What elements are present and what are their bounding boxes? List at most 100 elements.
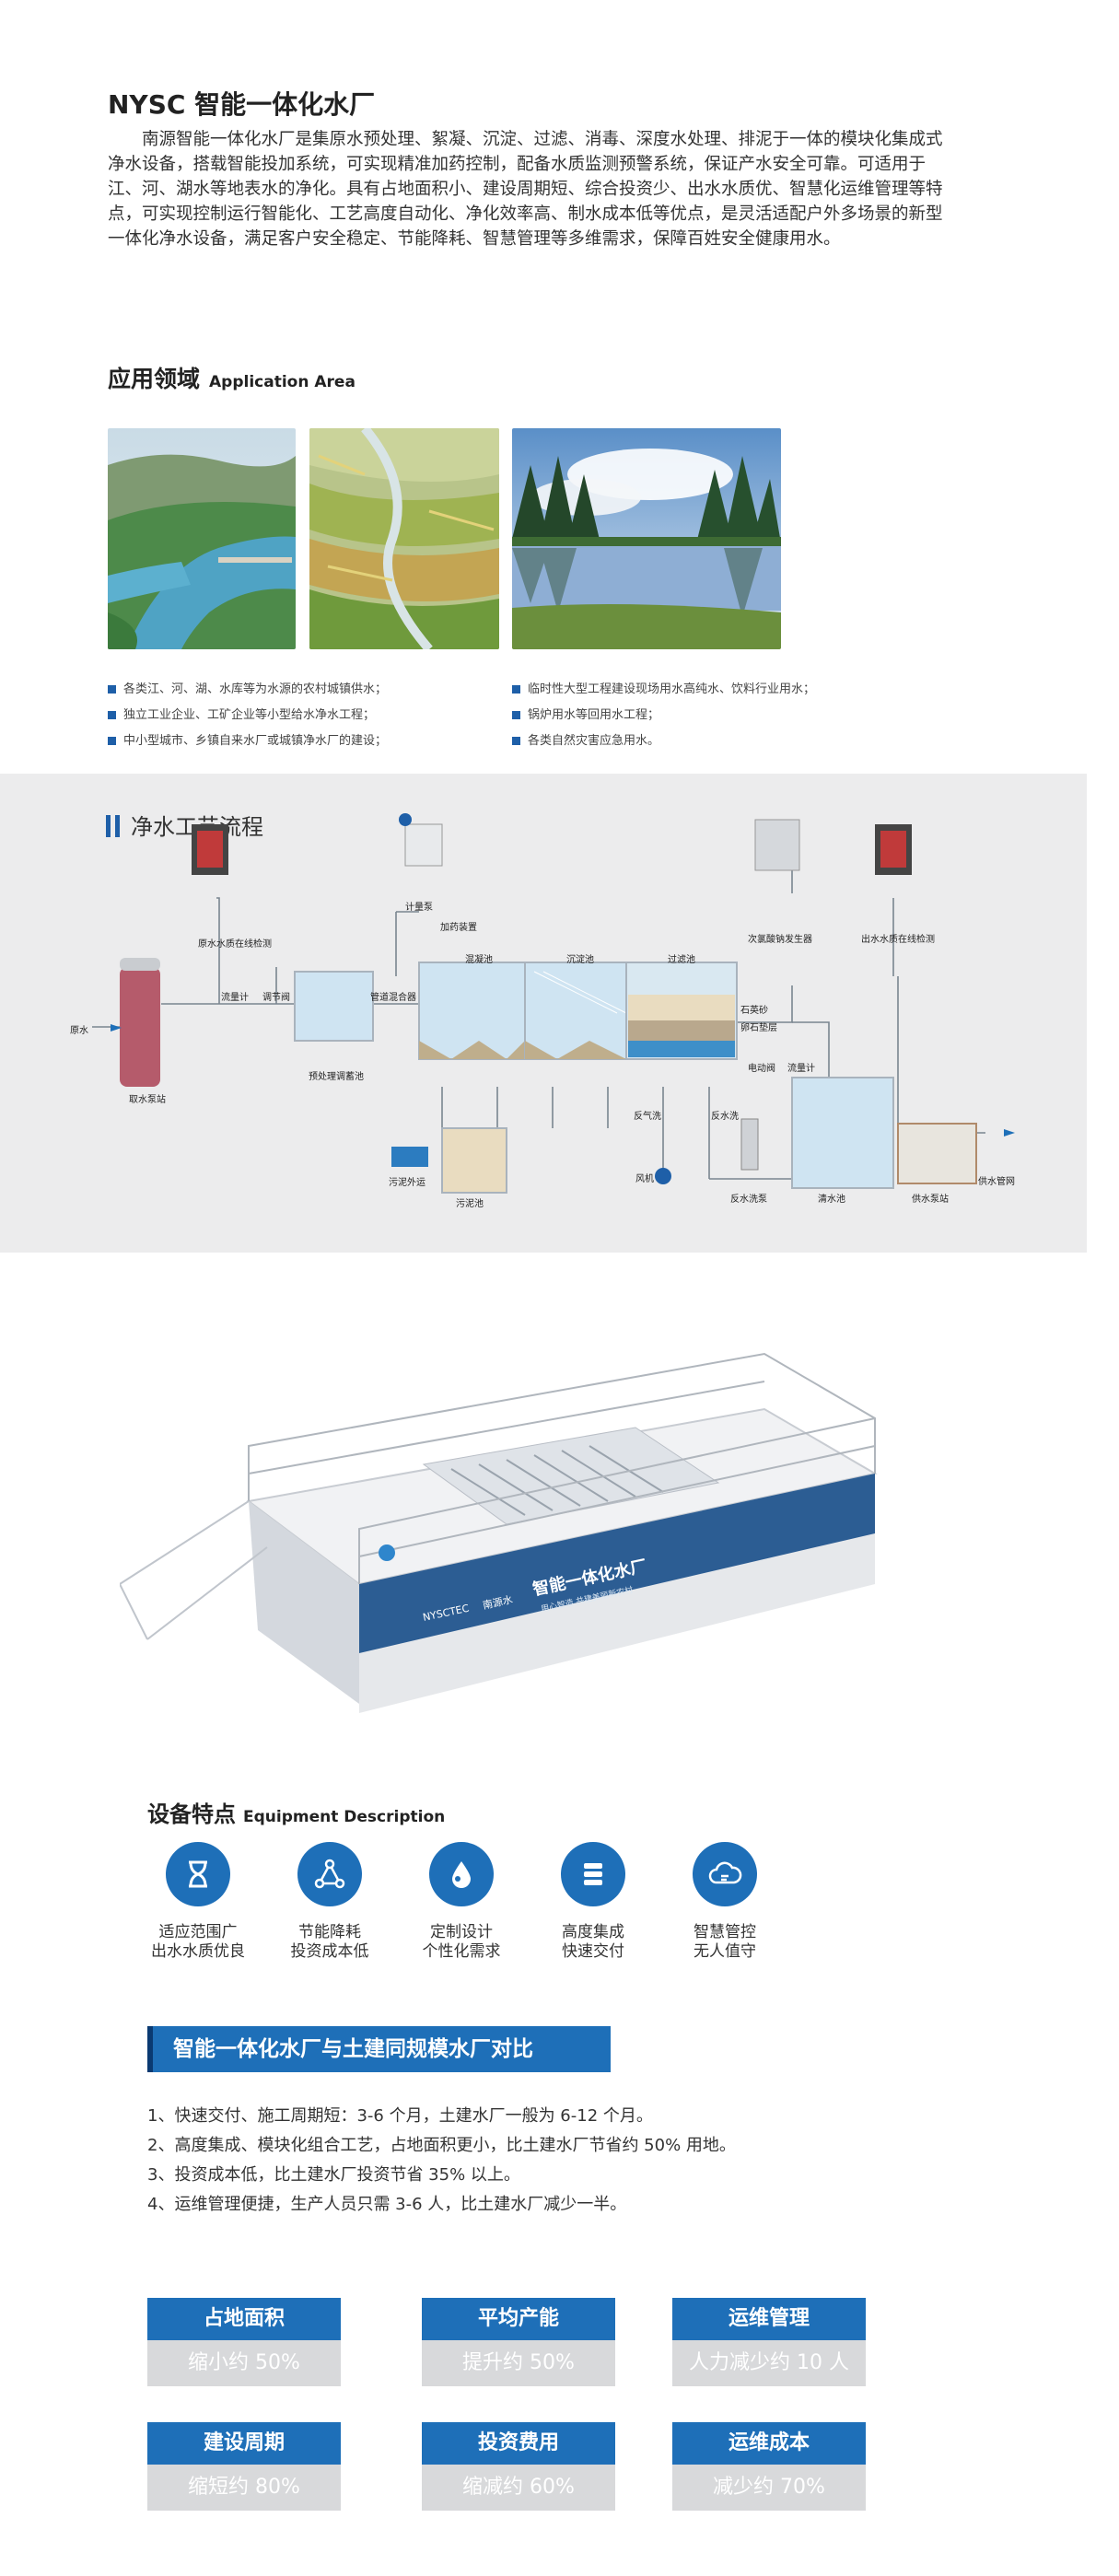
feature-item: 适应范围广 出水水质优良 xyxy=(134,1842,262,1962)
feature-label-1: 适应范围广 xyxy=(158,1923,238,1941)
application-heading: 应用领域 Application Area xyxy=(108,361,356,394)
plant-brand-cn: 南源水 xyxy=(482,1592,514,1612)
label-sludge-tank: 污泥池 xyxy=(456,1199,484,1209)
list-item: 独立工业企业、工矿企业等小型给水净水工程； xyxy=(108,703,387,729)
label-chlorine-generator: 次氯酸钠发生器 xyxy=(748,935,812,945)
feature-item: 智慧管控 无人值守 xyxy=(660,1842,789,1962)
feature-label-1: 智慧管控 xyxy=(694,1923,756,1941)
label-supply-pipe: 供水管网 xyxy=(978,1177,1015,1187)
list-item: 各类自然灾害应急用水。 xyxy=(512,729,815,754)
pretank-icon xyxy=(294,971,374,1042)
label-dosing-pump: 计量泵 xyxy=(405,903,433,913)
label-supply-station: 供水泵站 xyxy=(912,1195,949,1205)
list-item: 中小型城市、乡镇自来水厂或城镇净水厂的建设； xyxy=(108,729,387,754)
features-heading-en: Equipment Description xyxy=(243,1808,446,1826)
sludge-tank-icon xyxy=(441,1127,507,1194)
card-title: 占地面积 xyxy=(147,2298,341,2340)
compare-card: 占地面积 缩小约 50% xyxy=(147,2298,341,2386)
label-outlet-monitor: 出水水质在线检测 xyxy=(861,935,935,945)
compare-banner: 智能一体化水厂与土建同规模水厂对比 xyxy=(147,2026,611,2072)
features-heading-cn: 设备特点 xyxy=(147,1801,236,1827)
feature-label-1: 定制设计 xyxy=(430,1923,493,1941)
label-raw-monitor: 原水水质在线检测 xyxy=(198,939,272,950)
feature-item: 节能降耗 投资成本低 xyxy=(265,1842,394,1962)
card-title: 建设周期 xyxy=(147,2422,341,2465)
application-list-left: 各类江、河、湖、水库等为水源的农村城镇供水； 独立工业企业、工矿企业等小型给水净… xyxy=(108,677,387,754)
list-item: 各类江、河、湖、水库等为水源的农村城镇供水； xyxy=(108,677,387,703)
blue-tank-icon xyxy=(379,1544,395,1561)
blower-icon xyxy=(655,1168,671,1184)
label-quartz: 石英砂 xyxy=(740,1006,768,1016)
label-valve: 调节阀 xyxy=(262,993,290,1003)
feature-item: 定制设计 个性化需求 xyxy=(397,1842,526,1962)
card-title: 平均产能 xyxy=(422,2298,615,2340)
intro-paragraph: 南源智能一体化水厂是集原水预处理、絮凝、沉淀、过滤、消毒、深度水处理、排泥于一体… xyxy=(108,130,943,249)
label-motor-valve: 电动阀 xyxy=(748,1064,775,1074)
dosing-pump-icon xyxy=(399,813,412,826)
label-flowmeter-1: 流量计 xyxy=(221,993,249,1003)
card-title: 投资费用 xyxy=(422,2422,615,2465)
card-value: 缩小约 50% xyxy=(147,2340,341,2386)
label-flowmeter-2: 流量计 xyxy=(787,1064,815,1074)
intake-pump-icon xyxy=(120,967,160,1087)
supply-station-icon xyxy=(897,1123,977,1184)
list-item: 2、高度集成、模块化组合工艺，占地面积更小，比土建水厂节省约 50% 用地。 xyxy=(147,2136,736,2155)
compare-card: 运维管理 人力减少约 10 人 xyxy=(672,2298,866,2386)
water-drop-icon xyxy=(429,1842,494,1906)
application-list-right: 临时性大型工程建设现场用水高纯水、饮料行业用水； 锅炉用水等回用水工程； 各类自… xyxy=(512,677,815,754)
feature-label-2: 投资成本低 xyxy=(290,1942,369,1961)
feature-label-1: 节能降耗 xyxy=(298,1923,361,1941)
list-item: 4、运维管理便捷，生产人员只需 3-6 人，比土建水厂减少一半。 xyxy=(147,2195,627,2214)
application-heading-cn: 应用领域 xyxy=(108,366,201,392)
sed-tank-icon xyxy=(524,962,627,1060)
label-intake-pump: 取水泵站 xyxy=(129,1095,166,1105)
process-diagram xyxy=(92,813,1015,1194)
label-blower: 风机 xyxy=(635,1174,654,1184)
card-title: 运维管理 xyxy=(672,2298,866,2340)
photo-lake-forest xyxy=(512,428,781,649)
compare-card: 建设周期 缩短约 80% xyxy=(147,2422,341,2511)
application-heading-en: Application Area xyxy=(209,373,356,391)
card-value: 缩减约 60% xyxy=(422,2465,615,2511)
label-backwash-gas: 反气洗 xyxy=(634,1112,661,1122)
label-raw-water: 原水 xyxy=(70,1026,88,1036)
coag-tank-icon xyxy=(418,962,526,1060)
feature-item: 高度集成 快速交付 xyxy=(529,1842,658,1962)
heading-bar-icon xyxy=(106,815,111,837)
feature-label-1: 高度集成 xyxy=(562,1923,624,1941)
heading-bar-icon xyxy=(115,815,120,837)
photo-farmland xyxy=(309,428,499,649)
hourglass-icon xyxy=(166,1842,230,1906)
label-mixer: 管道混合器 xyxy=(370,993,416,1003)
label-filt-tank: 过滤池 xyxy=(668,955,695,965)
compare-card: 平均产能 提升约 50% xyxy=(422,2298,615,2386)
dosing-device-icon xyxy=(404,823,443,867)
feature-label-2: 快速交付 xyxy=(562,1942,624,1961)
network-triangle-icon xyxy=(297,1842,362,1906)
card-value: 减少约 70% xyxy=(672,2465,866,2511)
label-dosing-device: 加药装置 xyxy=(440,923,477,933)
list-item: 临时性大型工程建设现场用水高纯水、饮料行业用水； xyxy=(512,677,815,703)
label-sed-tank: 沉淀池 xyxy=(566,955,594,965)
plant-render: NYSCTEC 南源水 智能一体化水厂 用心智造 共建美丽新农村 xyxy=(119,1335,884,1741)
compare-list: 1、快速交付、施工周期短：3-6 个月，土建水厂一般为 6-12 个月。 2、高… xyxy=(147,2102,736,2220)
photo-reservoir xyxy=(108,428,296,649)
feature-label-2: 出水水质优良 xyxy=(151,1942,245,1961)
compare-card: 投资费用 缩减约 60% xyxy=(422,2422,615,2511)
label-coag-tank: 混凝池 xyxy=(465,955,493,965)
list-item: 3、投资成本低，比土建水厂投资节省 35% 以上。 xyxy=(147,2165,520,2185)
features-heading: 设备特点 Equipment Description xyxy=(147,1796,445,1828)
list-item: 1、快速交付、施工周期短：3-6 个月，土建水厂一般为 6-12 个月。 xyxy=(147,2106,653,2126)
label-gravel: 卵石垫层 xyxy=(740,1023,777,1033)
card-title: 运维成本 xyxy=(672,2422,866,2465)
label-sludge-transport: 污泥外运 xyxy=(389,1178,425,1188)
label-backwash-pump: 反水洗泵 xyxy=(730,1195,767,1205)
label-clear-tank: 清水池 xyxy=(818,1195,845,1205)
card-value: 提升约 50% xyxy=(422,2340,615,2386)
feature-label-2: 个性化需求 xyxy=(422,1942,501,1961)
label-backwash-water: 反水洗 xyxy=(711,1112,739,1122)
chlorine-generator-icon xyxy=(754,819,800,871)
stack-icon xyxy=(561,1842,625,1906)
page-title: NYSC 智能一体化水厂 xyxy=(108,89,376,120)
label-pretank: 预处理调蓄池 xyxy=(309,1072,364,1082)
